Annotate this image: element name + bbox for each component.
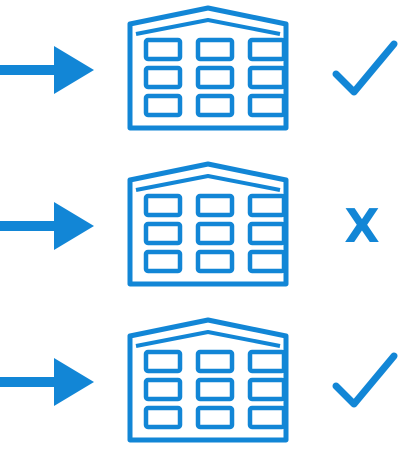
check-icon [332,40,398,96]
diagram-row-2: X [0,160,401,290]
arrow-right-icon [0,358,94,406]
arrow-right-icon [0,46,94,94]
building-icon [127,5,289,131]
arrow-right-icon [0,202,94,250]
building-icon [127,317,289,443]
x-mark: X [344,199,380,253]
building-icon [127,161,289,287]
diagram-row-3 [0,316,401,446]
diagram-row-1 [0,4,401,134]
check-icon [332,352,398,408]
